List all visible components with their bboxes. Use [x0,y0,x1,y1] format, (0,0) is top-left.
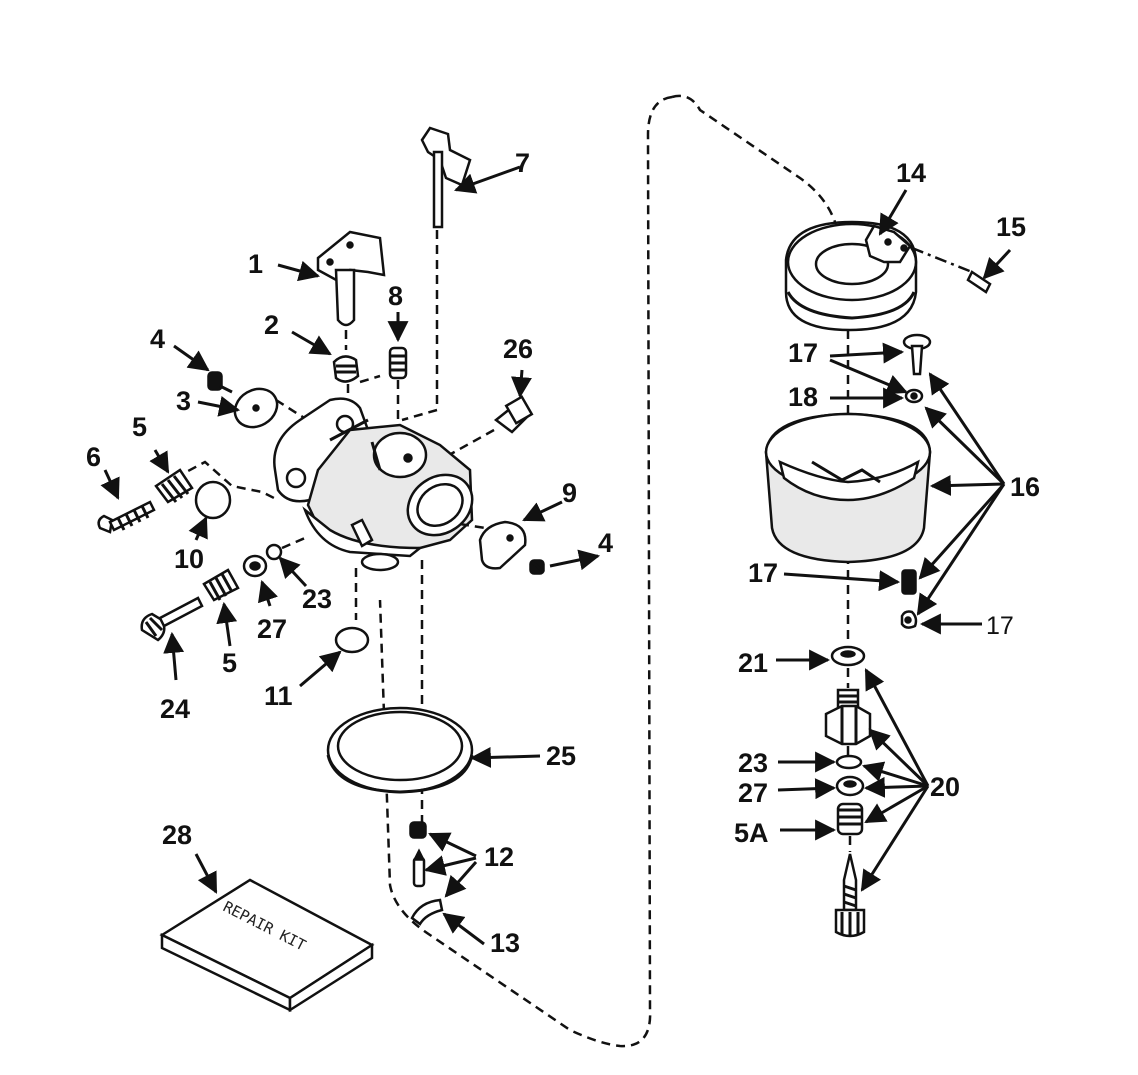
label-27-left: 27 [257,614,287,644]
clip-part-17-lower [900,610,918,629]
disc-part-10 [194,480,232,520]
screw-part-4-right [529,559,545,575]
float-pin-axis [911,246,973,274]
float-bowl-part-16 [764,412,932,564]
label-4-upper: 4 [150,324,165,354]
idle-screw-part-6 [97,500,156,534]
float-pin-parts-12 [409,821,427,888]
label-5-upper: 5 [132,412,147,442]
leader-lines-right [776,189,1012,892]
label-7: 7 [515,148,530,178]
label-25: 25 [546,741,576,771]
o-ring-part-23-right [835,754,863,770]
label-12: 12 [484,842,514,872]
label-5-lower: 5 [222,648,237,678]
spring-part-5-lower [202,568,240,602]
main-jet-needle [834,853,866,938]
leader-lines [100,165,601,946]
label-16: 16 [1010,472,1040,502]
gasket-part-25 [326,706,474,794]
dashed-guide-lower-left [281,536,306,550]
spring-part-5-upper [154,468,194,504]
choke-plate-part-3 [233,387,321,430]
clip-part-13 [410,898,444,926]
hinge-pin-part-15 [966,270,992,294]
float-top-part-14 [784,220,918,332]
needle-valve-part-24 [140,596,204,642]
label-3: 3 [176,386,191,416]
spring-part-8 [388,346,408,432]
label-17-top: 17 [788,338,818,368]
label-14: 14 [896,158,926,188]
label-13: 13 [490,928,520,958]
throttle-plate-part-9 [478,520,527,570]
carburetor-body [273,397,474,572]
label-28: 28 [162,820,192,850]
label-5A: 5A [734,818,769,848]
throttle-rod-part-7 [401,126,472,422]
fitting-part-26 [439,395,534,462]
seat-part-18 [904,388,924,404]
label-23-right: 23 [738,748,768,778]
repair-kit-box-part-28: REPAIR KIT [159,878,375,1013]
label-10: 10 [174,544,204,574]
bowl-nut-part-20 [824,688,872,746]
label-27-right: 27 [738,778,768,808]
label-23-left: 23 [302,584,332,614]
spring-part-2 [332,355,381,400]
label-15: 15 [996,212,1026,242]
disc-part-11 [334,626,370,654]
label-26: 26 [503,334,533,364]
label-2: 2 [264,310,279,340]
label-20: 20 [930,772,960,802]
washer-part-27-right [835,775,865,797]
label-1: 1 [248,249,263,279]
label-8: 8 [388,281,403,311]
washer-part-27-left [242,554,268,578]
inlet-needle-part-17-top [902,333,932,376]
label-17-mid: 17 [748,558,778,588]
label-4-right: 4 [598,528,613,558]
dashed-guide-left [174,460,279,502]
label-9: 9 [562,478,577,508]
spring-part-17-mid [901,569,917,595]
o-ring-part-23-left [265,543,283,561]
label-6: 6 [86,442,101,472]
screw-part-4-upper [207,371,233,394]
spring-part-5A [836,802,864,836]
bracket-part-1 [316,230,386,350]
label-11: 11 [264,681,293,711]
label-18: 18 [788,382,818,412]
label-21: 21 [738,648,768,678]
dashed-guide-right [459,522,486,530]
label-17-lower: 17 [986,612,1014,640]
label-24: 24 [160,694,190,724]
part-labels: 1 2 8 7 26 4 3 5 6 10 9 4 27 23 5 24 11 … [86,148,1040,958]
washer-part-21 [830,645,866,667]
